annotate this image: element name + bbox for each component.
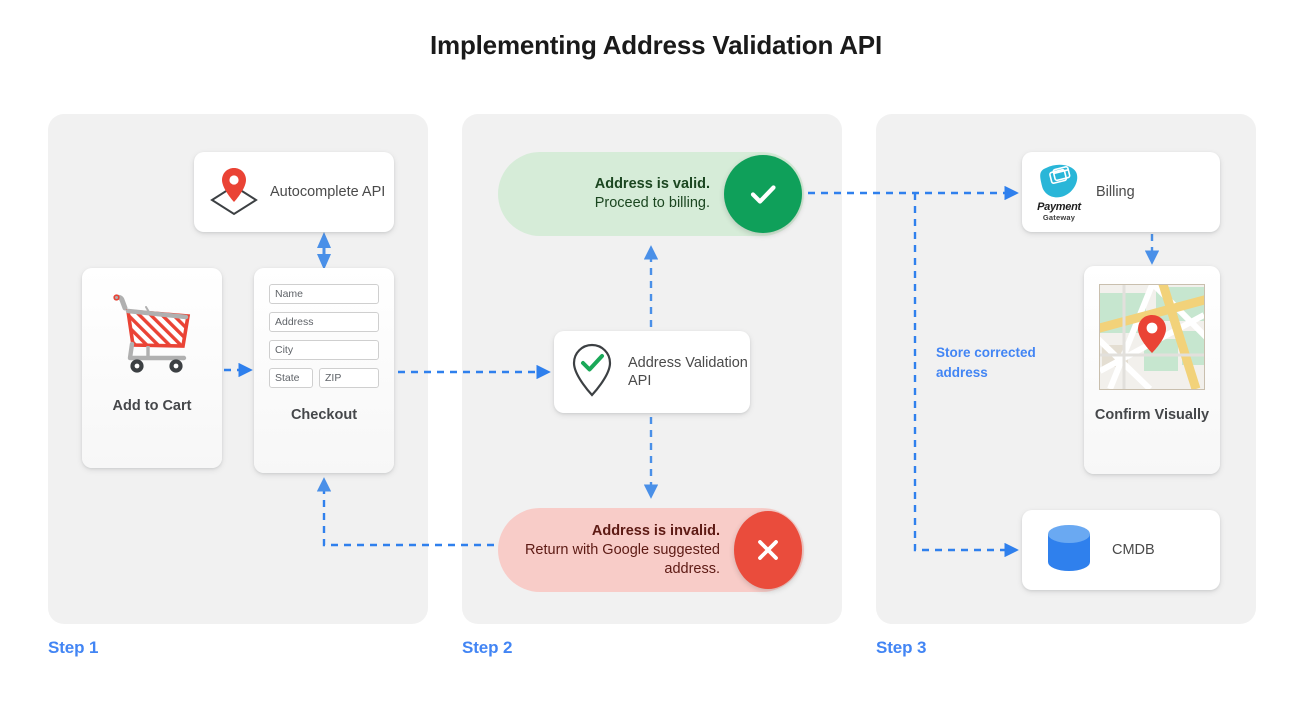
payment-gateway-sub: Gateway — [1042, 212, 1076, 222]
map-thumbnail-icon — [1099, 284, 1205, 390]
checkout-card[interactable]: Name Address City State ZIP Checkout — [254, 268, 394, 473]
checkout-form: Name Address City State ZIP — [269, 284, 379, 388]
add-to-cart-card[interactable]: Add to Cart — [82, 268, 222, 468]
address-invalid-headline: Address is invalid. — [591, 522, 721, 539]
confirm-visually-card[interactable]: Confirm Visually — [1084, 266, 1220, 474]
database-icon — [1044, 522, 1094, 579]
checkout-caption: Checkout — [290, 407, 358, 423]
address-invalid-pill: Address is invalid. Return with Google s… — [498, 508, 804, 592]
close-x-icon — [734, 511, 802, 589]
step-2-label: Step 2 — [462, 638, 513, 657]
state-field[interactable]: State — [269, 368, 313, 388]
check-icon — [724, 155, 802, 233]
step-1-label: Step 1 — [48, 638, 99, 657]
payment-gateway-word: Payment — [1037, 200, 1081, 213]
address-valid-pill: Address is valid. Proceed to billing. — [498, 152, 804, 236]
billing-card[interactable]: Payment Gateway Billing — [1022, 152, 1220, 232]
step-3-label: Step 3 — [876, 638, 927, 657]
state-zip-row: State ZIP — [269, 368, 379, 388]
add-to-cart-caption: Add to Cart — [112, 398, 192, 414]
address-valid-subline: Proceed to billing. — [594, 195, 710, 211]
address-valid-headline: Address is valid. — [594, 176, 710, 192]
address-invalid-subline: Return with Google suggested address. — [524, 541, 721, 577]
cmdb-label: CMDB — [1112, 542, 1155, 558]
page-title: Implementing Address Validation API — [430, 30, 882, 60]
address-validation-api-label: Address Validation API — [628, 355, 748, 389]
autocomplete-api-label: Autocomplete API — [270, 184, 386, 200]
autocomplete-api-card[interactable]: Autocomplete API — [194, 152, 394, 232]
shopping-cart-icon — [104, 282, 200, 383]
address-validation-api-card[interactable]: Address Validation API — [554, 331, 750, 413]
pin-check-icon — [568, 341, 616, 404]
address-invalid-text: Address is invalid. Return with Google s… — [498, 522, 734, 579]
city-field[interactable]: City — [269, 340, 379, 360]
cmdb-card[interactable]: CMDB — [1022, 510, 1220, 590]
address-valid-text: Address is valid. Proceed to billing. — [595, 175, 724, 213]
confirm-visually-caption: Confirm Visually — [1094, 407, 1210, 423]
name-field[interactable]: Name — [269, 284, 379, 304]
payment-gateway-logo-icon: Payment Gateway — [1036, 162, 1082, 223]
billing-label: Billing — [1096, 184, 1135, 200]
map-pin-envelope-icon — [206, 164, 262, 221]
store-corrected-address-note: Store corrected address — [936, 345, 1036, 380]
address-field[interactable]: Address — [269, 312, 379, 332]
zip-field[interactable]: ZIP — [319, 368, 379, 388]
